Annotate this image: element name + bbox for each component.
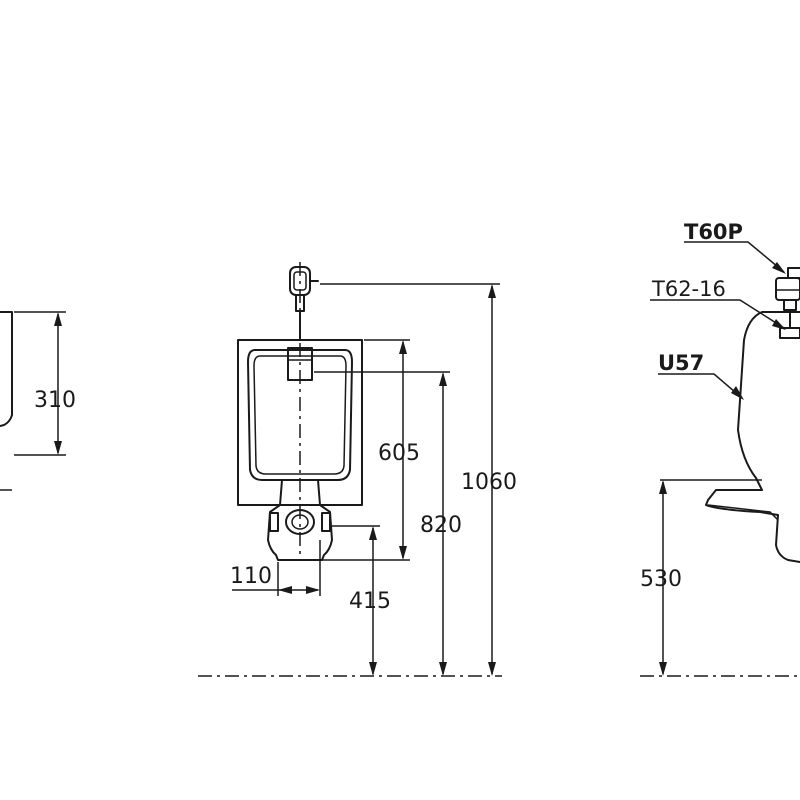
part-label-t60p: T60P: [684, 220, 743, 244]
right-urinal-body: [705, 311, 800, 563]
dimension-label-310: 310: [34, 388, 76, 413]
left-arrow-top: [54, 312, 62, 326]
dimension-label-605: 605: [378, 441, 420, 466]
right-side-view: 530 T60P T62-16 U57: [640, 220, 800, 677]
part-label-u57: U57: [658, 351, 704, 375]
front-view: 1060 605 820 415 110: [198, 262, 517, 677]
part-label-t62-16: T62-16: [651, 277, 726, 301]
left-side-view: 310: [0, 311, 76, 491]
dimension-label-415: 415: [349, 589, 391, 614]
front-urinal-bowl-inner: [253, 355, 347, 475]
dimension-label-530: 530: [640, 567, 682, 592]
leader-t60p: [684, 241, 785, 273]
front-outlet-circle: [285, 509, 315, 535]
dimension-label-820: 820: [420, 513, 462, 538]
left-arrow-bottom: [54, 441, 62, 455]
leader-t62-16: [650, 299, 785, 329]
dimension-label-1060: 1060: [461, 470, 517, 495]
front-flush-valve: [289, 266, 319, 341]
leader-u57: [658, 373, 743, 399]
left-urinal-outline: [0, 311, 13, 427]
dimension-label-110: 110: [230, 564, 272, 589]
front-urinal-bowl: [247, 349, 353, 481]
front-urinal-body: [237, 339, 363, 506]
